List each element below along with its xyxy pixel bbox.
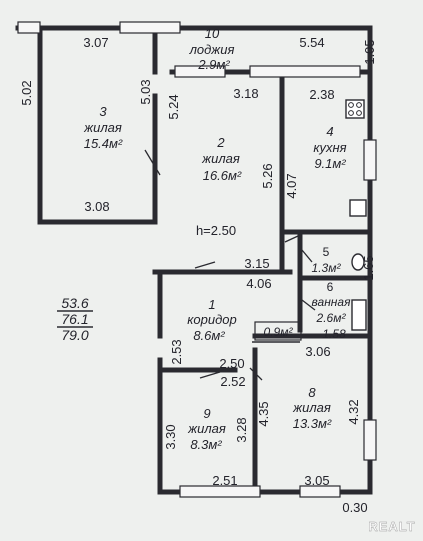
room-8-label: 8 жилая 13.3м² — [292, 385, 332, 431]
area-totals: 53.6 76.1 79.0 — [57, 295, 93, 343]
dimensions-horizontal: 3.07 5.54 3.18 2.38 3.08 3.15 4.06 1.58 … — [83, 35, 367, 515]
ceiling-height: h=2.50 — [196, 223, 236, 238]
dimension-label: 3.28 — [234, 417, 249, 442]
dimension-label: 1.58 — [322, 327, 346, 341]
dimension-label: 4.32 — [346, 399, 361, 424]
room-5-label: 5 1.3м² — [312, 245, 342, 275]
room-4-area: 9.1м² — [314, 156, 346, 171]
dimension-label: 3.15 — [244, 256, 269, 271]
room-2-number: 2 — [216, 135, 225, 150]
room-2-area: 16.6м² — [203, 168, 242, 183]
room-3-name: жилая — [83, 120, 122, 135]
dimension-label: 2.51 — [212, 473, 237, 488]
room-2-name: жилая — [201, 151, 240, 166]
dimension-label: 3.18 — [233, 86, 258, 101]
dimension-label: 3.30 — [163, 424, 178, 449]
dimension-label: 3.05 — [304, 473, 329, 488]
dimension-label: 5.03 — [138, 79, 153, 104]
room-6-name: ванная — [312, 295, 352, 309]
stove-icon — [345, 99, 365, 119]
room-1-name: коридор — [187, 312, 236, 327]
room-1-area: 8.6м² — [193, 328, 225, 343]
room-8-number: 8 — [308, 385, 316, 400]
dimension-label: 0.30 — [342, 500, 367, 515]
room-9-name: жилая — [187, 421, 226, 436]
room-5-number: 5 — [323, 245, 330, 259]
dimension-label: 2.53 — [169, 339, 184, 364]
room-10-name: лоджия — [189, 42, 235, 57]
room-2-label: 2 жилая 16.6м² — [201, 135, 242, 183]
dimension-label: 2.38 — [309, 87, 334, 102]
dimension-label: 2.50 — [219, 356, 244, 371]
dimension-label: 4.35 — [256, 401, 271, 426]
dimensions-vertical: 1.05 5.02 5.03 5.24 5.26 4.07 1.65 2.53 … — [19, 39, 377, 449]
watermark: REALT — [368, 519, 415, 534]
kitchen-sink-icon — [349, 199, 367, 217]
room-7-area: 0.9м² — [264, 325, 294, 339]
room-7-label: 0.9м² — [254, 321, 302, 341]
bathtub-icon — [351, 299, 367, 331]
room-9-label: 9 жилая 8.3м² — [187, 406, 226, 452]
dimension-label: 4.06 — [246, 276, 271, 291]
dimension-label: 2.52 — [220, 374, 245, 389]
fixtures — [252, 99, 367, 343]
room-3-label: 3 жилая 15.4м² — [83, 104, 123, 151]
room-4-number: 4 — [326, 124, 333, 139]
room-4-label: 4 кухня 9.1м² — [313, 124, 346, 171]
room-1-number: 1 — [208, 297, 215, 312]
dimension-label: 1.65 — [361, 255, 376, 280]
gross-area: 79.0 — [61, 327, 88, 343]
dimension-label: 4.07 — [284, 173, 299, 198]
dimension-label: 5.24 — [166, 94, 181, 119]
dimension-label: 1.05 — [362, 39, 377, 64]
room-3-area: 15.4м² — [84, 136, 123, 151]
room-8-name: жилая — [292, 400, 331, 415]
room-9-number: 9 — [203, 406, 210, 421]
dimension-label: 5.26 — [260, 163, 275, 188]
dimension-label: 3.08 — [84, 199, 109, 214]
room-6-number: 6 — [327, 280, 334, 294]
dimension-label: 5.54 — [299, 35, 324, 50]
room-3-number: 3 — [99, 104, 107, 119]
room-8-area: 13.3м² — [293, 416, 332, 431]
dimension-label: 3.07 — [83, 35, 108, 50]
room-4-name: кухня — [313, 140, 346, 155]
room-9-area: 8.3м² — [190, 437, 222, 452]
doors — [144, 149, 316, 381]
room-5-area: 1.3м² — [312, 261, 342, 275]
room-6-label: 6 ванная 2.6м² — [312, 280, 352, 325]
dimension-label: 3.06 — [305, 344, 330, 359]
room-10-label: 10 лоджия 2.9м² — [189, 26, 235, 72]
room-10-area: 2.9м² — [197, 57, 230, 72]
dimension-label: 5.02 — [19, 80, 34, 105]
total-living-area: 53.6 — [61, 295, 88, 311]
toilet-icon — [351, 253, 365, 271]
room-1-label: 1 коридор 8.6м² — [187, 297, 236, 343]
room-10-number: 10 — [205, 26, 220, 41]
room-6-area: 2.6м² — [316, 311, 347, 325]
windows — [17, 21, 377, 498]
total-area: 76.1 — [61, 311, 88, 327]
